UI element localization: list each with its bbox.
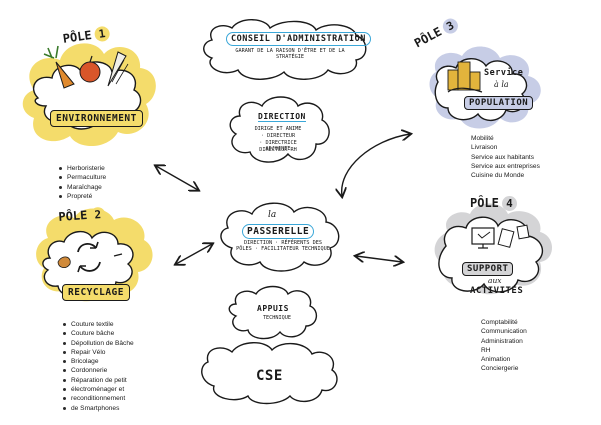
pole1-item: Permaculture bbox=[58, 173, 106, 182]
appuis-subtitle: TECHNIQUE bbox=[262, 315, 292, 321]
passerelle-cloud bbox=[220, 202, 340, 272]
conseil-subtitle: GARANT DE LA RAISON D'ÊTRE ET DE LA STRA… bbox=[235, 48, 345, 61]
passerelle-title: PASSERELLE bbox=[242, 224, 315, 239]
pole3-item: Mobilité bbox=[471, 135, 494, 142]
computer-icon bbox=[471, 224, 530, 249]
pole3-item: Cuisine du Monde bbox=[471, 172, 525, 180]
direction-title: DIRECTION bbox=[258, 112, 306, 122]
pole4-item: RH bbox=[481, 346, 491, 354]
pole1-number: 1 bbox=[93, 25, 111, 43]
pole1-item: Maraîchage bbox=[58, 183, 106, 192]
passerelle-la: la bbox=[268, 210, 277, 220]
pole3-item: Service aux entreprises bbox=[471, 162, 540, 170]
pole4-item: Administration bbox=[481, 337, 523, 345]
conseil-title: CONSEIL D'ADMINISTRATION bbox=[226, 32, 371, 46]
direction-item-3: DIRECTEUR RH bbox=[259, 147, 297, 153]
pole2-item: Dépollution de Bâche bbox=[62, 339, 134, 348]
arrow-pole3-passerelle bbox=[342, 134, 410, 196]
pole1-title: ENVIRONNEMENT bbox=[50, 110, 143, 127]
pole2-title: RECYCLAGE bbox=[62, 284, 130, 301]
pole4-list: Comptabilité Communication Administratio… bbox=[472, 318, 527, 374]
appuis-title: APPUIS bbox=[257, 304, 289, 313]
pole1-list: Herboristerie Permaculture Maraîchage Pr… bbox=[58, 164, 106, 201]
pole2-label: PÔLE bbox=[58, 207, 88, 224]
pole4-title-3: ACTIVITÉS bbox=[470, 286, 524, 296]
pole2-item: Repair Vélo bbox=[62, 348, 134, 357]
pole3-title-1: Service bbox=[484, 68, 524, 78]
direction-cloud bbox=[229, 96, 330, 163]
direction-subtitle: DIRIGE ET ANIME bbox=[254, 126, 302, 132]
pole4-item: Comptabilité bbox=[481, 319, 518, 326]
recycle-icon bbox=[57, 241, 123, 273]
direction-item-2: · DIRECTRICE ADJOINTE bbox=[259, 140, 297, 153]
cse-title: CSE bbox=[256, 368, 283, 384]
pole1-item: Herboristerie bbox=[58, 164, 106, 173]
pole2-cloud-outline bbox=[42, 231, 134, 297]
arrow-pole2-passerelle bbox=[176, 244, 212, 264]
pole2-item: Réparation de petit bbox=[62, 376, 134, 385]
pole2-item-cont: électroménager et bbox=[62, 385, 134, 394]
pole4-title-1: SUPPORT bbox=[462, 262, 514, 276]
passerelle-subtitle: DIRECTION · RÉFÉRENTS DES PÔLES · FACILI… bbox=[236, 240, 330, 253]
pole4-item: Conciergerie bbox=[481, 365, 519, 373]
pole2-item: Bricolage bbox=[62, 357, 134, 366]
pole4-label: PÔLE bbox=[470, 196, 499, 210]
pole3-list: Mobilité Livraison Service aux habitants… bbox=[462, 134, 540, 180]
cse-cloud bbox=[201, 342, 338, 405]
pole2-item: Couture textile bbox=[62, 320, 134, 329]
arrow-pole4-passerelle bbox=[356, 256, 402, 262]
pole3-title-2: à la bbox=[494, 80, 509, 89]
vegetables-icon bbox=[43, 45, 129, 89]
pole2-item: Cordonnerie bbox=[62, 366, 134, 375]
pole2-item-cont: reconditionnement bbox=[62, 394, 134, 403]
pole2-number: 2 bbox=[89, 206, 106, 223]
conseil-cloud bbox=[203, 19, 367, 80]
pole3-title-3: POPULATION bbox=[464, 96, 534, 110]
pole4-item: Animation bbox=[481, 356, 511, 364]
appuis-cloud bbox=[228, 285, 317, 340]
pole1-item: Propreté bbox=[58, 192, 106, 201]
pole1-label: PÔLE bbox=[62, 27, 93, 46]
pole3-item: Livraison bbox=[471, 144, 498, 152]
pole2-list: Couture textile Couture bâche Dépollutio… bbox=[62, 320, 134, 413]
pole3-item: Service aux habitants bbox=[471, 153, 535, 161]
direction-item-1: · DIRECTEUR bbox=[260, 133, 296, 139]
pole2-item: Couture bâche bbox=[62, 329, 134, 338]
pole4-item: Communication bbox=[481, 328, 527, 336]
arrow-pole1-passerelle bbox=[156, 166, 198, 190]
pole4-title-2: aux bbox=[488, 276, 502, 285]
pole2-item-cont: de Smartphones bbox=[62, 404, 134, 413]
buildings-icon bbox=[447, 61, 483, 93]
pole4-number: 4 bbox=[501, 196, 517, 211]
